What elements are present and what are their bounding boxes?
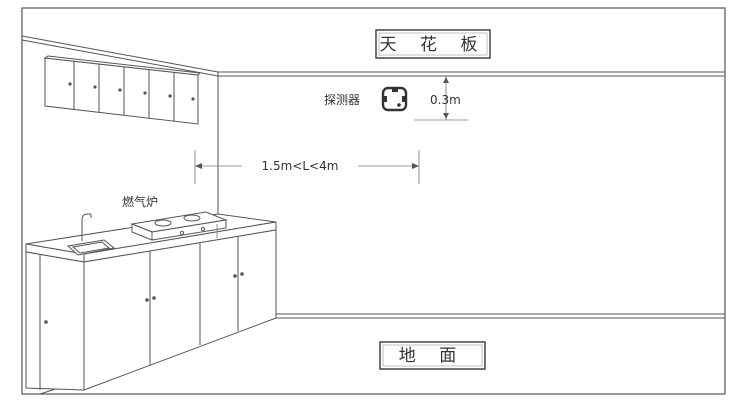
vertical-dimension	[414, 76, 468, 121]
vertical-distance-label: 0.3m	[430, 93, 461, 107]
horizontal-dimension	[194, 150, 420, 184]
floor-label-box: 地 面	[379, 341, 486, 370]
ceiling-label: 天 花 板	[380, 35, 487, 55]
wall-cabinet	[43, 55, 202, 125]
floor-label: 地 面	[399, 346, 465, 366]
ceiling-label-box: 天 花 板	[375, 29, 491, 59]
gas-detector-icon	[381, 86, 408, 112]
gas-stove-label: 燃气炉	[122, 194, 158, 209]
detector-label: 探测器	[324, 93, 360, 107]
horizontal-distance-label: 1.5m<L<4m	[262, 159, 339, 173]
sink	[66, 239, 116, 256]
gas-stove-icon	[130, 211, 228, 241]
faucet-icon	[81, 213, 92, 241]
